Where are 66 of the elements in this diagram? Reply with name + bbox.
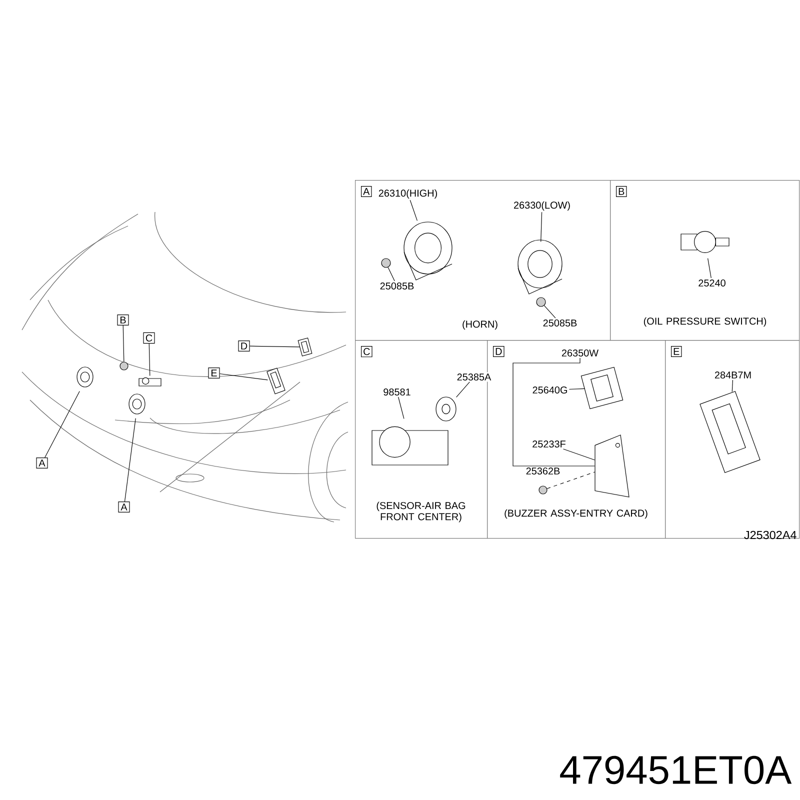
- panel-letter: A: [361, 186, 372, 197]
- part-number: 98581: [382, 387, 412, 397]
- part-number: 25233F: [530, 439, 568, 449]
- leader-line: [124, 418, 136, 502]
- part-number: 26330(LOW): [512, 200, 572, 212]
- leader-line: [388, 267, 395, 282]
- leader-line: [220, 373, 268, 380]
- detail-panel: [355, 180, 611, 341]
- part-number: 25085B: [378, 281, 416, 291]
- leader-line: [708, 258, 712, 278]
- callout-letter: D: [238, 340, 250, 352]
- horn-drawing: [76, 366, 94, 388]
- leader-line: [250, 346, 300, 348]
- panel-letter: E: [671, 346, 682, 357]
- panel-caption: (SENSOR-AIR BAG FRONT CENTER): [376, 502, 466, 522]
- switch-drawing: [680, 231, 730, 253]
- bracket-drawing: [594, 434, 630, 498]
- part-number: 25640G: [531, 385, 569, 395]
- callout-letter: C: [143, 332, 155, 344]
- grommet-drawing: [436, 396, 456, 422]
- sensor-drawing: [372, 426, 448, 466]
- module-drawing: [700, 391, 760, 473]
- panel-caption: (HORN): [462, 320, 498, 330]
- leader-line: [456, 382, 470, 398]
- callout-letter: A: [118, 502, 130, 512]
- buzzer-drawing: [580, 366, 624, 410]
- leader-line: [148, 343, 150, 376]
- callout-letter: B: [117, 314, 129, 326]
- part-number: 284B7M: [713, 370, 753, 380]
- clip-drawing: [538, 486, 548, 494]
- drawing-code: J25302A4: [744, 530, 796, 540]
- nut-drawing: [381, 258, 391, 268]
- detail-panel: [610, 180, 800, 341]
- leader-line: [512, 358, 596, 466]
- module-drawing: [266, 368, 286, 394]
- bolt-drawing: [120, 362, 128, 370]
- leader-line: [544, 305, 556, 318]
- part-number: 25385A: [456, 372, 492, 382]
- leader-line: [568, 388, 586, 390]
- buzzer-drawing: [298, 338, 312, 356]
- dashed-line: [546, 472, 596, 489]
- sensor-drawing: [138, 377, 162, 386]
- panel-letter: C: [361, 346, 372, 358]
- part-number: 25085B: [542, 318, 578, 328]
- nut-drawing: [536, 297, 546, 307]
- leader-line: [122, 325, 124, 362]
- horn-drawing: [404, 222, 452, 280]
- panel-letter: B: [616, 186, 627, 197]
- panel-caption: (BUZZER ASSY-ENTRY CARD): [504, 509, 648, 519]
- part-number: 25240: [697, 278, 728, 288]
- panel-caption: (OIL PRESSURE SWITCH): [644, 317, 766, 327]
- horn-drawing: [128, 394, 146, 414]
- leader-line: [732, 380, 734, 392]
- part-number-caption: 479451ET0A: [560, 756, 792, 784]
- horn-drawing: [518, 240, 562, 294]
- leader-line: [410, 200, 418, 221]
- callout-letter: A: [36, 458, 48, 468]
- leader-line: [563, 448, 596, 460]
- detail-panel: [665, 340, 800, 539]
- panel-letter: D: [493, 346, 504, 357]
- leader-line: [398, 396, 404, 419]
- part-number: 26350W: [560, 348, 600, 358]
- leader-line: [540, 212, 542, 242]
- callout-letter: E: [208, 368, 220, 378]
- part-number: 26310(HIGH): [377, 188, 439, 200]
- leader-line: [44, 391, 80, 458]
